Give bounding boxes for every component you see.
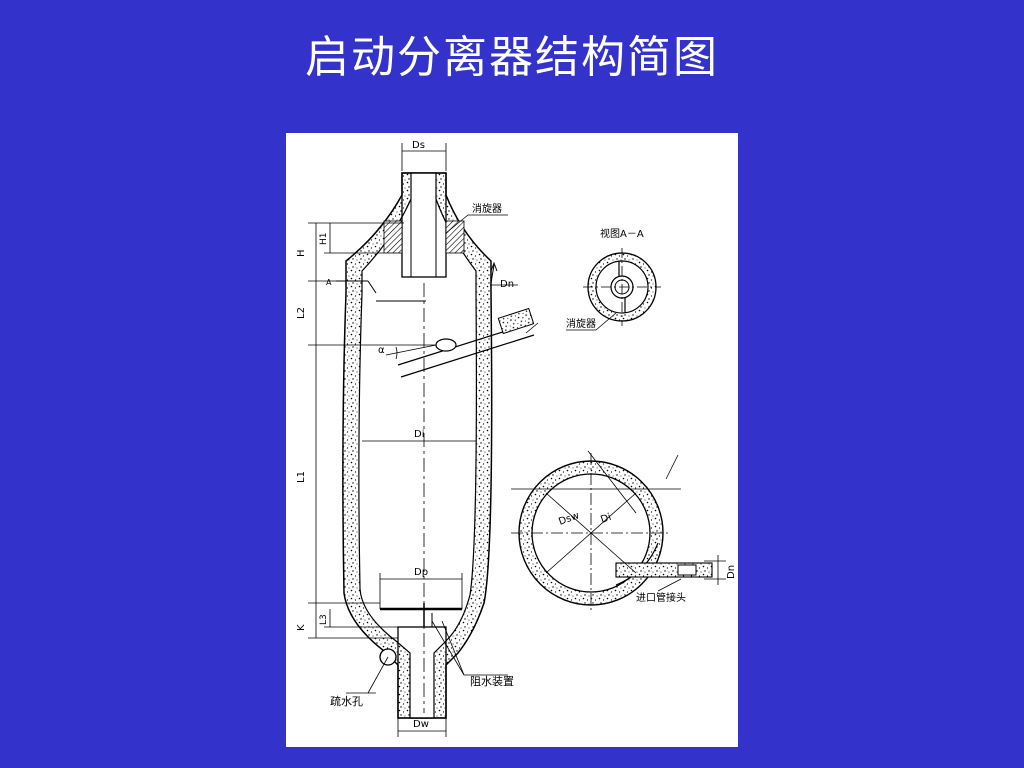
label-dw: Dw bbox=[413, 719, 429, 730]
plan-label-dn: Dn bbox=[726, 565, 737, 579]
label-k: K bbox=[296, 624, 307, 631]
dimensions-main bbox=[308, 143, 539, 737]
label-water-stop: 阻水装置 bbox=[470, 675, 514, 688]
section-view-title: 视图A－A bbox=[600, 227, 644, 240]
label-l1: L1 bbox=[296, 471, 307, 483]
section-view-anti-swirl: 消旋器 bbox=[566, 317, 596, 330]
label-ds: Ds bbox=[412, 140, 425, 151]
plan-label-inlet-joint: 进口管接头 bbox=[636, 591, 686, 604]
label-l3: L3 bbox=[319, 614, 329, 625]
label-l2: L2 bbox=[296, 307, 307, 319]
label-di: Di bbox=[414, 429, 424, 440]
label-dp: Dp bbox=[414, 567, 428, 578]
label-section-a: A bbox=[326, 278, 332, 287]
label-h1: H1 bbox=[319, 233, 329, 246]
label-drain-hole: 疏水孔 bbox=[330, 694, 363, 708]
label-alpha: α bbox=[378, 345, 385, 356]
anti-swirl-block-left bbox=[383, 220, 403, 254]
label-anti-swirl: 消旋器 bbox=[472, 202, 502, 215]
slide-title: 启动分离器结构简图 bbox=[305, 32, 719, 83]
label-dn-side: Dn bbox=[500, 279, 514, 290]
inlet-pipe-side bbox=[397, 307, 535, 378]
section-view-aa bbox=[566, 248, 661, 331]
label-h: H bbox=[296, 249, 307, 257]
vessel-main-view bbox=[336, 172, 535, 719]
drawing-panel: Ds Di Dp Dw Dn H H1 L2 L1 L3 K α A 消旋器 疏… bbox=[286, 133, 738, 747]
bottom-pipe bbox=[397, 626, 447, 719]
plan-label-di: Di bbox=[599, 512, 613, 526]
separator-diagram: Ds Di Dp Dw Dn H H1 L2 L1 L3 K α A 消旋器 疏… bbox=[296, 140, 737, 737]
plan-view bbox=[511, 450, 726, 613]
